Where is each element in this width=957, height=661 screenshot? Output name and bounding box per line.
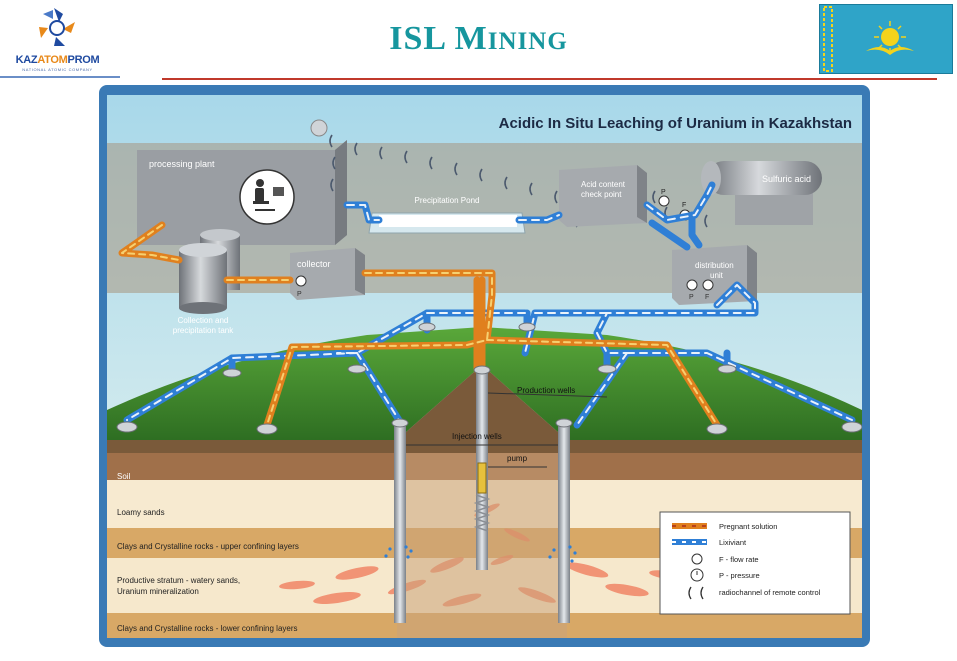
well-screen [473,494,491,532]
precipitation-pond: Precipitation Pond [368,196,526,234]
soil-label: Soil [117,472,131,481]
wells [384,365,577,623]
header-divider [162,78,937,80]
pump-icon [477,462,487,494]
svg-text:radiochannel of remote control: radiochannel of remote control [719,588,821,597]
precipitation-pond-label: Precipitation Pond [415,196,480,205]
pump-label: pump [507,454,528,463]
acid-gauge-f: F [682,202,686,209]
lower-confining-label: Clays and Crystalline rocks - lower conf… [117,624,298,633]
callouts: Production wells Injection wells pump [406,386,608,468]
operator-window [239,169,295,225]
processing-plant-label: processing plant [149,159,215,169]
satellite-dish-icon [310,119,328,137]
legend-item-flow-rate: F - flow rate [691,553,759,565]
collector: collector P [290,248,365,300]
legend-item-lixiviant: Lixiviant [672,538,747,547]
kazakhstan-flag-icon [819,4,953,74]
acid-check-label-1: Acid content [581,180,626,189]
distribution-gauge-p: P [689,294,694,301]
productive-stratum-label-2: Uranium mineralization [117,587,199,596]
logo-subtitle: NATIONAL ATOMIC COMPANY [22,67,93,72]
injection-well-right [558,423,570,623]
productive-stratum-label-1: Productive stratum - watery sands, [117,576,240,585]
collector-label: collector [297,259,331,269]
wellheads [116,322,862,435]
legend-item-radiochannel: radiochannel of remote control [688,586,821,600]
lixiviant-pipes [123,181,856,429]
distribution-label-2: unit [710,271,724,280]
distribution-label-1: distribution [695,261,734,270]
pressure-gauge-icon [686,279,698,291]
distribution-gauge-f: F [705,294,709,301]
production-wells-label: Production wells [517,386,575,395]
kazatomprom-logo: KAZATOMPROM NATIONAL ATOMIC COMPANY [10,4,105,72]
isl-diagram: Acidic In Situ Leaching of Uranium in Ka… [107,95,862,638]
sulfuric-acid-tank: Sulfuric acid [701,161,822,225]
svg-text:F - flow rate: F - flow rate [719,555,759,564]
pressure-gauge-icon [295,275,307,287]
kazatomprom-emblem-icon [39,8,75,46]
logo-wordmark: KAZATOMPROM [15,54,100,66]
radio-wave-icon [688,586,704,600]
legend: Pregnant solution Lixiviant F - flow rat… [659,511,851,615]
diagram-title: Acidic In Situ Leaching of Uranium in Ka… [499,115,852,132]
upper-confining-label: Clays and Crystalline rocks - upper conf… [117,542,299,551]
legend-item-pressure: P - pressure [690,568,760,582]
page-title: ISL MINING [389,20,568,57]
flow-gauge-icon [691,553,703,565]
pressure-gauge-icon [658,195,670,207]
acid-check-label-2: check point [581,190,622,199]
pregnant-solution-pipes [118,221,721,429]
injection-spray [384,545,577,563]
svg-text:Pregnant solution: Pregnant solution [719,522,777,531]
operator-icon [253,179,284,211]
collection-tank-label-2: precipitation tank [173,326,234,335]
acid-gauge-p: P [661,189,666,196]
sulfuric-acid-label: Sulfuric acid [762,174,811,184]
collector-gauge-p: P [297,291,302,298]
loamy-sands-label: Loamy sands [117,508,165,517]
processing-plant: processing plant [137,119,347,245]
strata-labels: Soil Loamy sands Clays and Crystalline r… [117,472,299,633]
legend-item-pregnant-solution: Pregnant solution [672,522,777,531]
flow-gauge-icon [702,279,714,291]
injection-wells-label: Injection wells [452,432,502,441]
acid-check-point: Acid content check point [559,165,647,227]
svg-text:P - pressure: P - pressure [719,571,760,580]
header-divider-left [0,76,120,78]
svg-text:Lixiviant: Lixiviant [719,538,747,547]
injection-well-left [394,423,406,623]
collection-tank-label-1: Collection and [178,316,229,325]
